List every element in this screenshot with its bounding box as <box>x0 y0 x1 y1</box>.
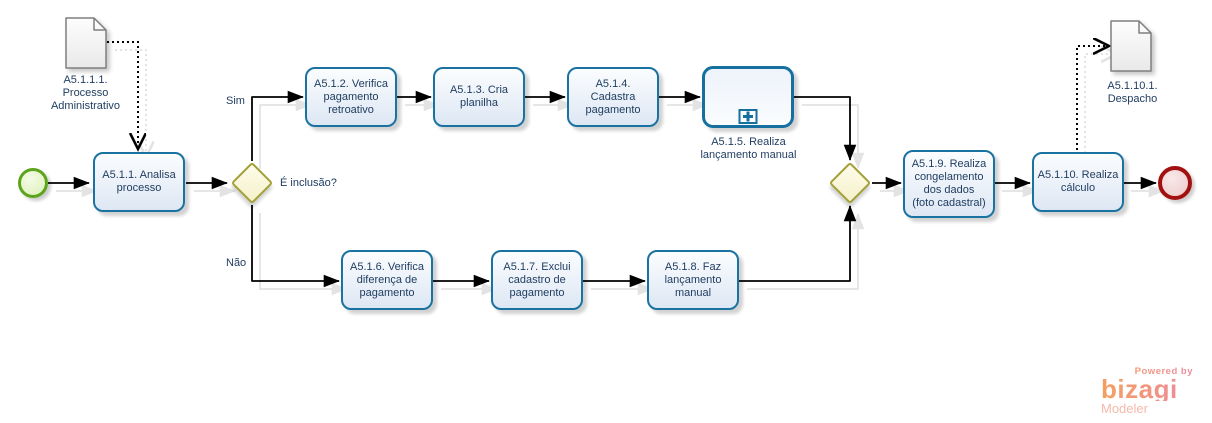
flow-label-nao: Não <box>226 257 247 269</box>
task-a5-1-3[interactable]: A5.1.3. Cria planilha <box>433 67 525 127</box>
association-doc1-to-a511 <box>107 41 138 148</box>
powered-by-text: Powered by <box>1101 366 1193 377</box>
task-a5-1-9[interactable]: A5.1.9. Realiza congelamento dos dados (… <box>903 150 995 218</box>
connector-shadows <box>56 50 1165 296</box>
end-event[interactable] <box>1158 166 1192 200</box>
document-icon <box>65 17 107 69</box>
flow-a515-to-merge <box>794 96 857 161</box>
data-object-a5-1-10-1[interactable] <box>1110 20 1153 78</box>
data-object-a5-1-1-1-label: A5.1.1.1. Processo Administrativo <box>50 74 121 112</box>
data-object-a5-1-10-1-label: A5.1.10.1. Despacho <box>1107 80 1158 105</box>
task-a5-1-8[interactable]: A5.1.8. Faz lançamento manual <box>647 250 739 310</box>
associations <box>107 42 1108 150</box>
data-object-a5-1-1-1[interactable] <box>65 17 108 75</box>
bizagi-watermark: Powered by bizagi Modeler <box>1101 366 1193 416</box>
flow-gateway-nao-to-a516 <box>251 205 340 288</box>
modeler-text: Modeler <box>1101 401 1148 416</box>
sequence-flows <box>48 90 1157 288</box>
start-event[interactable] <box>18 168 48 198</box>
gateway-e-inclusao-label: É inclusão? <box>280 177 337 189</box>
task-a5-1-1[interactable]: A5.1.1. Analisa processo <box>93 152 185 212</box>
subprocess-expand-icon[interactable] <box>738 109 758 124</box>
task-a5-1-2[interactable]: A5.1.2. Verifica pagamento retroativo <box>305 67 397 127</box>
bizagi-logo: bizagi <box>1101 376 1193 402</box>
flow-a518-to-merge <box>739 205 857 282</box>
flow-label-sim: Sim <box>226 95 245 107</box>
subprocess-a5-1-5[interactable] <box>702 66 794 128</box>
flow-gateway-sim-to-a512 <box>251 90 304 161</box>
task-a5-1-10[interactable]: A5.1.10. Realiza cálculo <box>1032 152 1124 212</box>
subprocess-a5-1-5-label: A5.1.5. Realiza lançamento manual <box>700 136 797 161</box>
task-a5-1-4[interactable]: A5.1.4. Cadastra pagamento <box>567 67 659 127</box>
plus-icon <box>743 111 753 122</box>
task-a5-1-7[interactable]: A5.1.7. Exclui cadastro de pagamento <box>491 250 583 310</box>
document-icon <box>1110 20 1152 72</box>
task-a5-1-6[interactable]: A5.1.6. Verifica diferença de pagamento <box>341 250 433 310</box>
